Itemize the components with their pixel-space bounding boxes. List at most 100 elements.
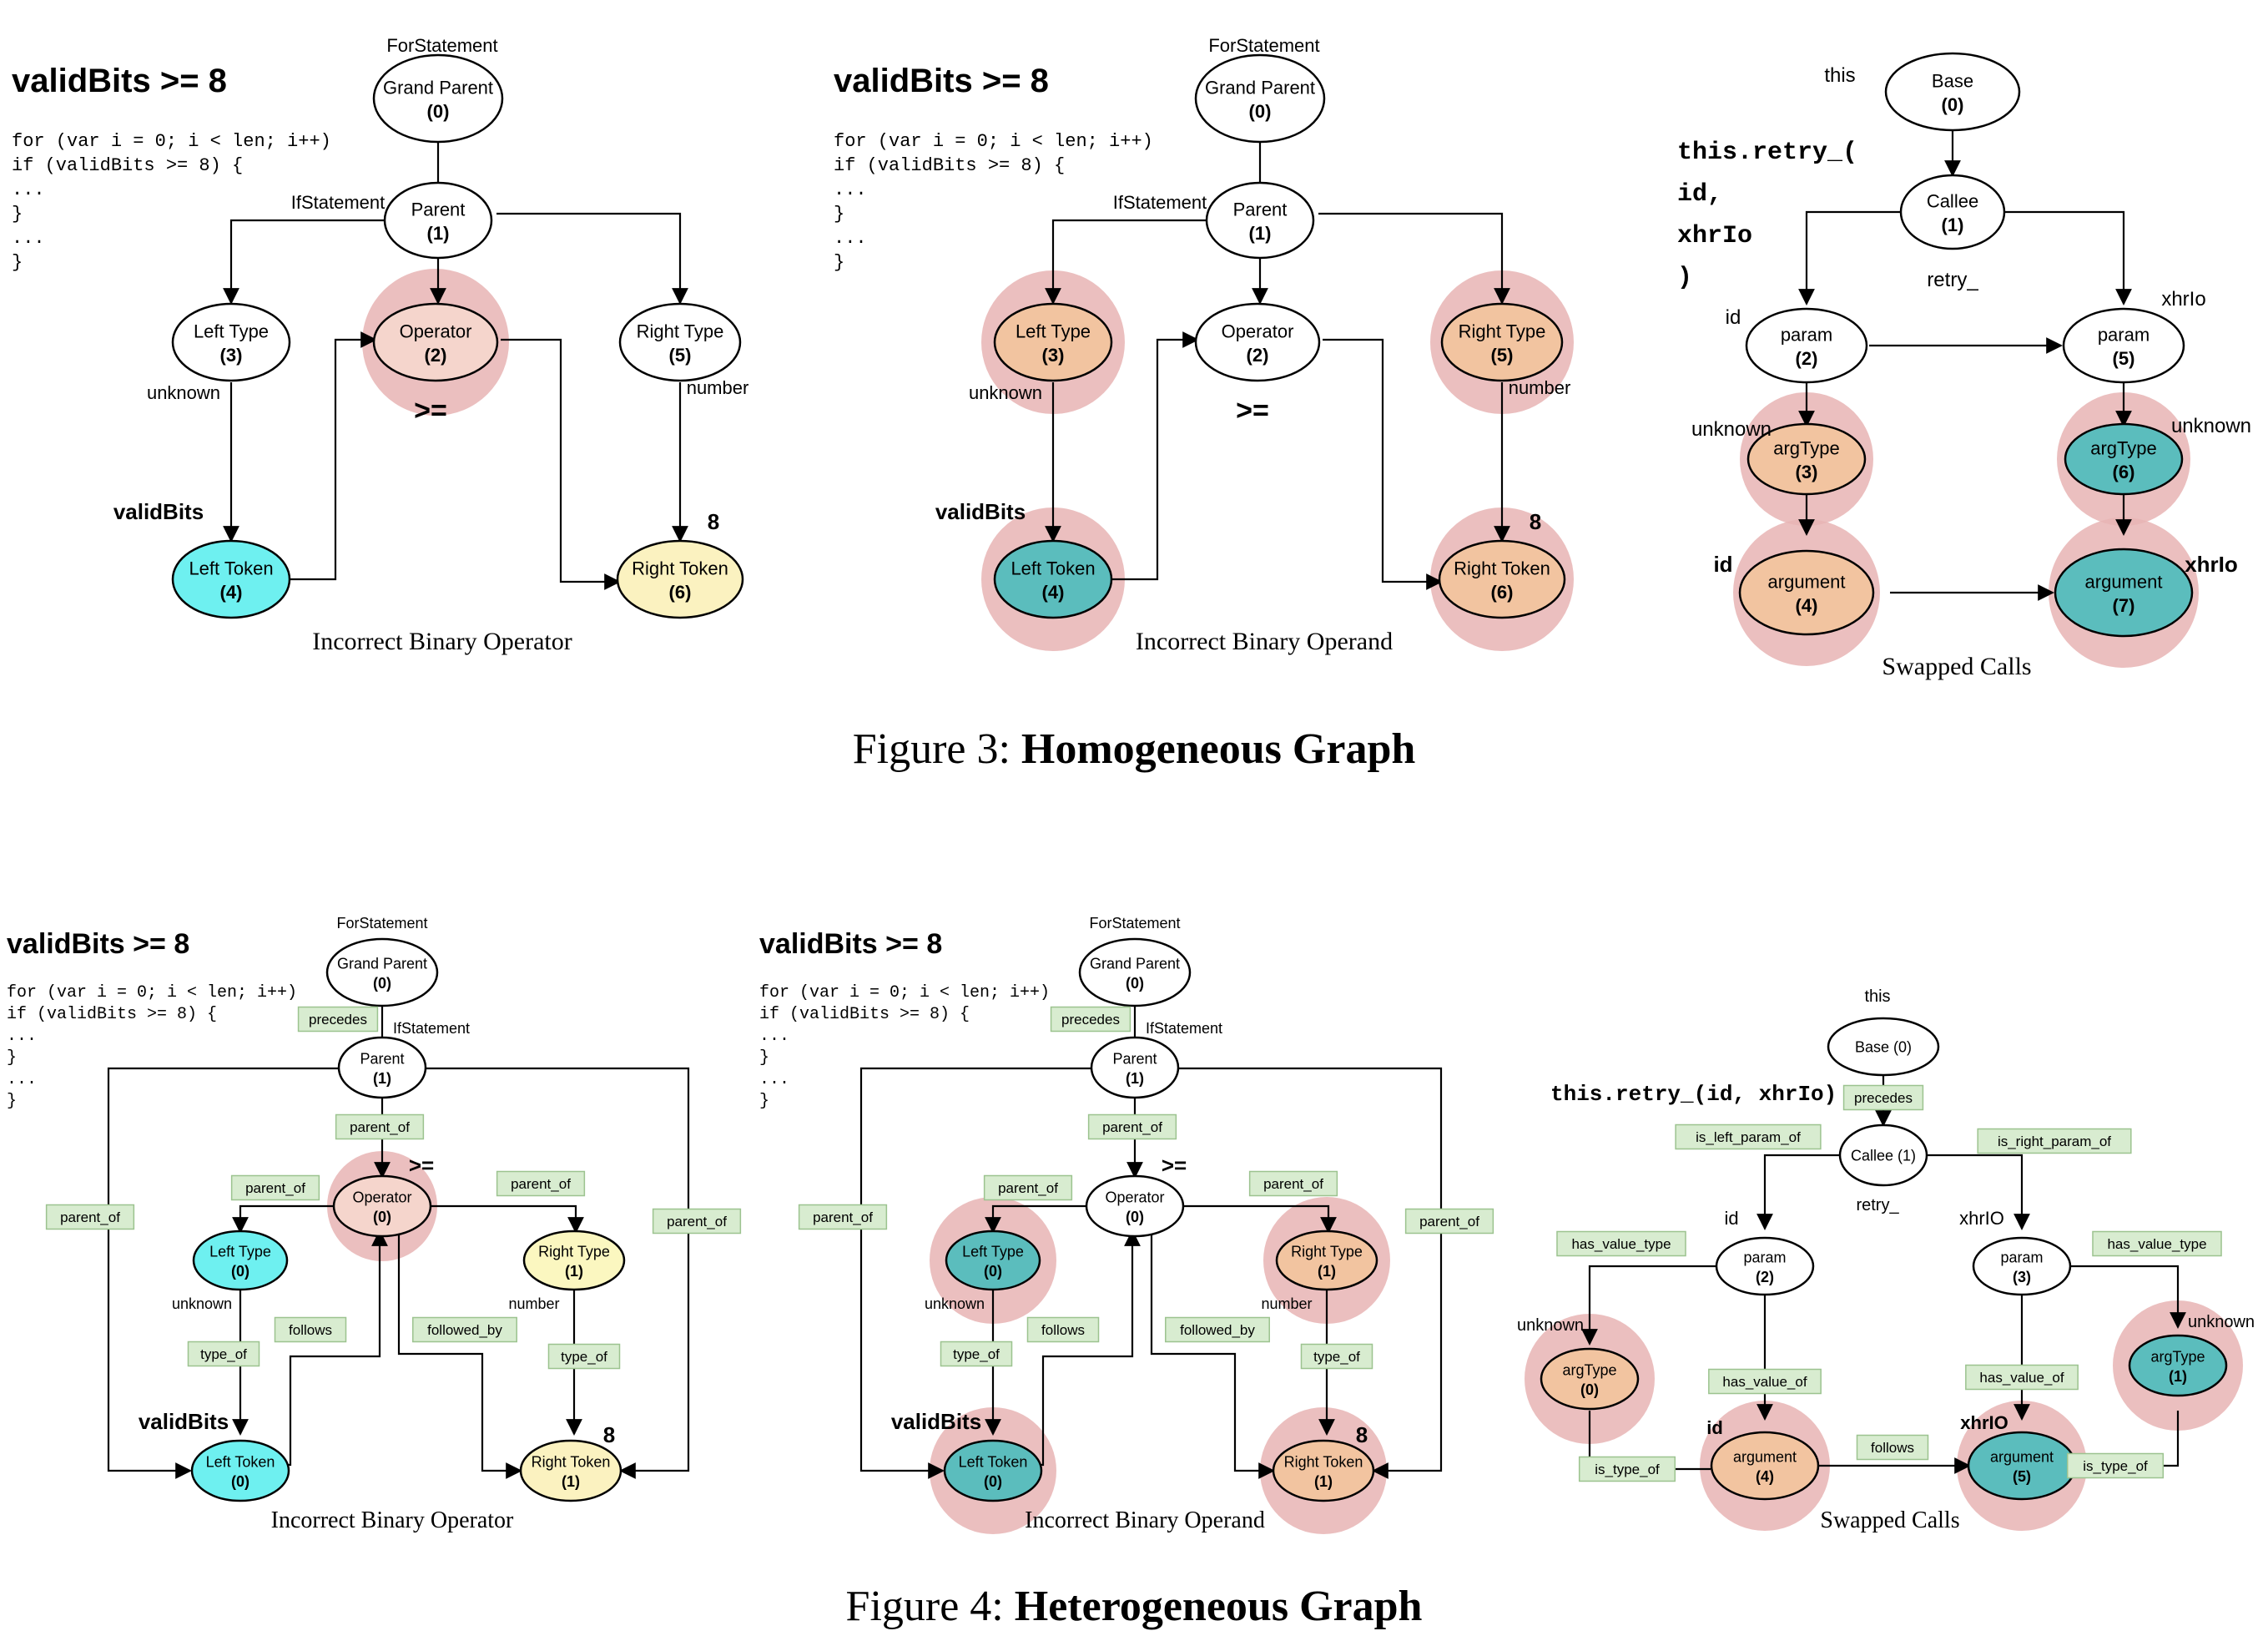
code-line: for (var i = 0; i < len; i++) — [7, 983, 297, 1002]
node-label-right-type: Right Type — [1291, 1244, 1363, 1260]
label-text: validBits — [935, 499, 1026, 524]
edge-label-box — [1026, 1316, 1100, 1343]
node-label-operator: Operator — [352, 1189, 411, 1206]
node-number-parent: (1) — [1126, 1070, 1144, 1087]
edge-label-parent-of: parent_of — [1263, 1176, 1323, 1192]
edge-label-box — [187, 1341, 260, 1367]
edge-label-box — [1965, 1364, 2079, 1391]
node-number-grand-parent: (0) — [373, 975, 391, 992]
node-number-right-token: (6) — [1491, 582, 1514, 603]
label-text: >= — [409, 1153, 434, 1178]
node-label-param: param — [1743, 1250, 1786, 1266]
node-number-operator: (2) — [425, 345, 447, 366]
panel-subcaption: Swapped Calls — [1820, 1507, 1959, 1533]
code-line: } — [12, 252, 23, 273]
node-label-right-token: Right Token — [1284, 1454, 1363, 1471]
code-line: ... — [834, 179, 867, 200]
node-label-argtype: argType — [1773, 438, 1840, 459]
node-number-left-type: (3) — [220, 345, 243, 366]
node-number-base: (0) — [1942, 94, 1964, 115]
label-text: id — [1726, 306, 1741, 329]
node-label-left-type: Left Type — [962, 1244, 1024, 1260]
node-number-argtype: (0) — [1580, 1381, 1599, 1398]
node-label-operator: Operator — [1105, 1189, 1164, 1206]
edge-label-has-value-type: has_value_type — [1571, 1236, 1671, 1252]
code-line: for (var i = 0; i < len; i++) — [759, 983, 1050, 1002]
edge-label-has-value-type: has_value_type — [2107, 1236, 2206, 1252]
edge — [1318, 212, 1510, 305]
node-label-callee: Callee — [1927, 191, 1978, 212]
node-number-param: (3) — [2013, 1269, 2031, 1285]
edge-label-follows: follows — [289, 1322, 332, 1338]
node-label-right-token: Right Token — [632, 558, 728, 579]
edge-label-type-of: type_of — [561, 1349, 607, 1365]
edge — [290, 331, 377, 581]
node-left-type — [945, 1229, 1041, 1291]
label-text: xhrIO — [1959, 1208, 2004, 1229]
figure3-caption-prefix: Figure 3: — [852, 725, 1021, 773]
node-number-left-token: (0) — [984, 1473, 1002, 1490]
node-grand-parent — [1194, 53, 1326, 144]
node-number-operator: (0) — [1126, 1209, 1144, 1225]
node-label-grand-parent: Grand Parent — [1205, 78, 1315, 98]
label-text: unknown — [969, 382, 1042, 403]
code-line: for (var i = 0; i < len; i++) — [834, 131, 1153, 152]
label-text: IfStatement — [291, 192, 386, 213]
edge-label-is-right-param-of: is_right_param_of — [1998, 1134, 2111, 1149]
edge-label-type-of: type_of — [1313, 1349, 1360, 1365]
code-line: ... — [834, 228, 867, 249]
node-number-left-token: (4) — [1042, 582, 1065, 603]
node-label-left-token: Left Token — [1011, 558, 1095, 579]
edge — [424, 1067, 690, 1479]
node-number-right-type: (1) — [1318, 1263, 1336, 1280]
node-label-right-type: Right Type — [538, 1244, 610, 1260]
node-label-grand-parent: Grand Parent — [337, 956, 427, 972]
label-text: id — [1713, 552, 1732, 577]
edge — [1177, 1067, 1443, 1479]
node-argument — [1738, 549, 1875, 636]
label-text: unknown — [925, 1295, 985, 1312]
code-line: ... — [12, 179, 45, 200]
edge-label-box — [1300, 1343, 1373, 1370]
edge — [1182, 1204, 1337, 1234]
code-line: ... — [759, 1027, 789, 1046]
node-right-type — [618, 302, 742, 382]
node-parent — [383, 181, 493, 260]
edge-label-box — [297, 1006, 379, 1033]
label-text: ForStatement — [336, 915, 427, 932]
node-param — [2062, 307, 2185, 384]
edge — [985, 1204, 1088, 1234]
node-callee — [1838, 1123, 1928, 1187]
edge-label-box — [1087, 1113, 1177, 1140]
label-text: IfStatement — [1146, 1020, 1222, 1037]
node-right-type — [1275, 1229, 1378, 1291]
node-label-left-token: Left Token — [206, 1454, 275, 1471]
label-text: number — [1509, 377, 1571, 398]
panel-heading: validBits >= 8 — [7, 928, 189, 960]
label-text: 8 — [1356, 1422, 1368, 1447]
node-number-argument: (4) — [1756, 1468, 1774, 1485]
node-param — [1715, 1236, 1815, 1296]
node-label-parent: Parent — [411, 199, 466, 220]
node-label-argtype: argType — [2090, 438, 2157, 459]
edge-label-parent-of: parent_of — [350, 1119, 410, 1135]
code-line: ... — [7, 1070, 37, 1089]
edge — [501, 338, 621, 590]
node-label-argtype: argType — [2150, 1349, 2205, 1366]
node-left-token — [171, 539, 291, 619]
edge-label-box — [45, 1204, 135, 1230]
code-line: ) — [1677, 264, 1692, 292]
node-left-type — [993, 302, 1113, 382]
node-number-right-token: (1) — [1314, 1473, 1333, 1490]
node-label-right-type: Right Type — [1459, 321, 1546, 342]
edge — [284, 1229, 388, 1467]
node-number-left-token: (4) — [220, 582, 243, 603]
node-number-left-type: (0) — [984, 1263, 1002, 1280]
label-text: IfStatement — [1113, 192, 1207, 213]
edge-label-box — [496, 1170, 586, 1197]
edge-label-box — [1842, 1084, 1924, 1111]
label-text: id — [1706, 1417, 1723, 1438]
edge-label-box — [1556, 1230, 1686, 1257]
node-label-base: Base (0) — [1855, 1038, 1912, 1055]
